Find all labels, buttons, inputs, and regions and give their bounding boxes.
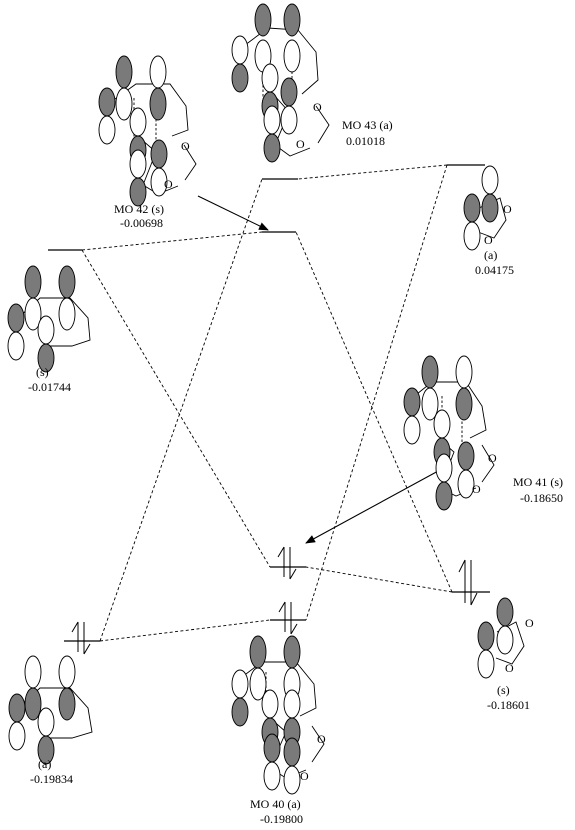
right-upper-sym: (a) xyxy=(484,248,497,262)
corr-right-lower-mo41 xyxy=(305,566,453,593)
right-lower-atom-o1: O xyxy=(525,616,534,630)
mo40-name: MO 40 (a) xyxy=(250,797,301,811)
mo43-atom-o2: O xyxy=(296,137,305,151)
orbital-left-upper xyxy=(7,265,91,373)
corr-right-upper-mo43 xyxy=(297,164,448,180)
right-lower-sym: (s) xyxy=(497,683,510,697)
orbital-mo41: O O xyxy=(403,355,497,511)
corr-right-upper-mo40 xyxy=(305,164,448,621)
left-upper-sym: (s) xyxy=(36,365,49,379)
corr-left-lower-mo40 xyxy=(99,619,271,642)
orbital-right-upper: O O xyxy=(463,165,512,251)
corr-left-lower-mo43 xyxy=(99,178,263,642)
left-upper-energy: -0.01744 xyxy=(28,380,71,394)
left-lower-sym: (a) xyxy=(38,757,51,771)
electron-pair-mo41 xyxy=(277,546,297,580)
orbital-left-lower xyxy=(8,655,93,765)
mo41-energy: -0.18650 xyxy=(520,491,563,505)
right-upper-energy: 0.04175 xyxy=(475,263,514,277)
electron-pair-right-lower xyxy=(458,559,478,606)
mo40-atom-o2: O xyxy=(300,769,309,783)
correlation-lines xyxy=(81,164,453,642)
right-lower-atom-o2: O xyxy=(505,661,514,675)
orbital-mo40: O O xyxy=(231,635,326,795)
mo40-energy: -0.19800 xyxy=(260,812,303,826)
mo40-atom-o1: O xyxy=(317,732,326,746)
right-upper-atom-o1: O xyxy=(503,202,512,216)
right-upper-atom-o2: O xyxy=(484,233,493,247)
arrow-mo42-pointer xyxy=(197,195,269,231)
mo41-name: MO 41 (s) xyxy=(513,475,563,489)
orbital-mo42: O O xyxy=(98,55,197,207)
corr-left-upper-mo42 xyxy=(81,231,263,251)
right-lower-energy: -0.18601 xyxy=(487,698,530,712)
orbital-mo43: O O xyxy=(231,3,330,163)
mo43-atom-o1: O xyxy=(313,100,322,114)
electron-pair-mo40 xyxy=(278,601,298,635)
mo41-atom-o1: O xyxy=(488,451,497,465)
mo43-energy: 0.01018 xyxy=(346,134,385,148)
mo42-atom-o2: O xyxy=(164,177,173,191)
left-lower-energy: -0.19834 xyxy=(30,772,73,786)
mo43-name: MO 43 (a) xyxy=(342,118,393,132)
electron-pair-left-lower xyxy=(71,621,91,655)
arrow-mo41-pointer xyxy=(305,469,441,544)
mo42-name: MO 42 (s) xyxy=(114,202,164,216)
corr-right-lower-mo42 xyxy=(295,231,453,593)
mo42-atom-o1: O xyxy=(181,139,190,153)
orbital-right-lower: O O xyxy=(477,597,534,679)
mo41-atom-o2: O xyxy=(472,482,481,496)
mo42-energy: -0.00698 xyxy=(120,216,163,230)
corr-left-upper-mo41 xyxy=(81,249,271,568)
